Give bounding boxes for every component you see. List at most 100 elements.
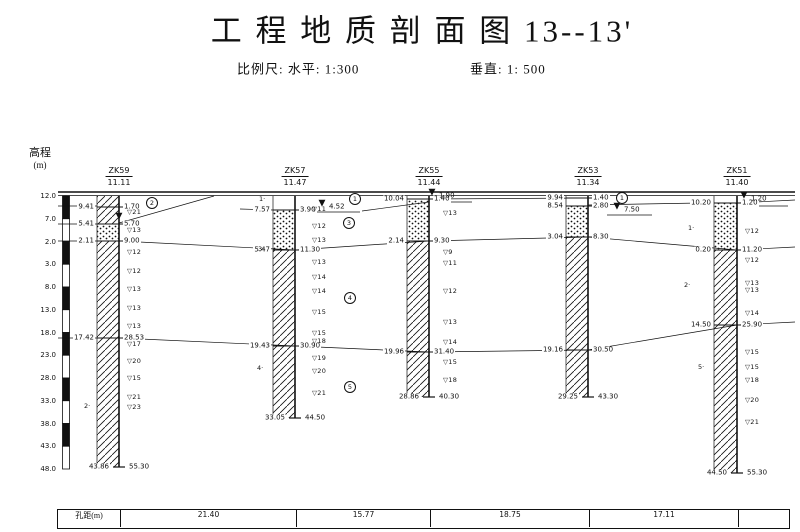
spt-value-marker: ▽21 xyxy=(745,417,760,426)
stratum-bottom-depth-label: 1.20 xyxy=(741,198,759,207)
stratum-bottom-elevation-label: 2.14 xyxy=(387,236,405,245)
spt-value-marker: ▽21 xyxy=(127,207,142,216)
stratum-bottom-elevation-label: 10.20 xyxy=(689,198,712,207)
water-table-depth-label: 7.50 xyxy=(624,205,640,214)
page-title: 工 程 地 质 剖 面 图 13--13' xyxy=(210,13,634,49)
spt-value-marker: ▽13 xyxy=(745,285,760,294)
borehole-column-dots xyxy=(97,224,119,241)
stratum-bottom-elevation-label: 19.96 xyxy=(382,347,405,356)
spt-value-marker: ▽13 xyxy=(127,225,142,234)
spacing-value-cell: 15.77 xyxy=(296,510,430,527)
water-table-icon: ▼ xyxy=(428,187,436,198)
borehole-column-dots xyxy=(273,210,295,250)
spt-value-marker: ▽21 xyxy=(127,392,142,401)
water-table-depth-label: 4.52 xyxy=(329,202,345,211)
borehole-column-hatch xyxy=(714,250,737,473)
stratum-number-marker: 3· xyxy=(258,244,265,253)
spt-value-marker: ▽21 xyxy=(312,388,327,397)
stratum-circle-number: 4 xyxy=(344,292,356,304)
borehole-end-depth-label: 44.50 xyxy=(304,413,327,422)
stratum-number-marker: 1· xyxy=(688,223,695,232)
axis-tick-label: 8.0 xyxy=(44,283,56,291)
stratum-circle-number: 1 xyxy=(616,192,628,204)
stratum-bottom-elevation-label: 14.50 xyxy=(689,320,712,329)
spt-value-marker: ▽14 xyxy=(312,272,327,281)
spacing-value-cell: 21.40 xyxy=(120,510,296,527)
borehole-id-label: ZK51 xyxy=(723,167,751,177)
spt-value-marker: ▽18 xyxy=(745,375,760,384)
water-table-icon: ▼ xyxy=(318,198,326,209)
axis-tick-label: 18.0 xyxy=(40,328,56,337)
stratum-bottom-depth-label: 1.40 xyxy=(433,194,451,203)
spt-value-marker: ▽12 xyxy=(745,255,760,264)
stratum-number-marker: 2· xyxy=(684,280,691,289)
spt-value-marker: ▽14 xyxy=(312,286,327,295)
borehole-column-hatch xyxy=(97,241,119,467)
axis-scale-bar-segment xyxy=(62,445,70,470)
spacing-value-cell: 18.75 xyxy=(430,510,589,527)
elevation-axis-title: 高程 xyxy=(29,147,51,159)
spt-value-marker: ▽11 xyxy=(443,258,458,267)
spt-value-marker: ▽12 xyxy=(745,226,760,235)
axis-tick-label: 43.0 xyxy=(40,442,56,451)
spt-value-marker: ▽14 xyxy=(745,308,760,317)
borehole-id-label: ZK57 xyxy=(281,167,309,177)
spt-value-marker: ▽15 xyxy=(312,328,327,337)
borehole-column-hatch xyxy=(97,196,119,224)
borehole-elevation-label: 11.34 xyxy=(576,178,600,187)
stratum-bottom-depth-label: 30.90 xyxy=(299,341,322,350)
stratum-boundary-line xyxy=(587,324,738,351)
stratum-bottom-depth-label: 5.70 xyxy=(123,219,141,228)
borehole-column-dots xyxy=(714,203,737,250)
spt-value-marker: ▽13 xyxy=(443,317,458,326)
stratum-number-marker: 1· xyxy=(64,193,71,202)
stratum-bottom-elevation-label: 5.47 xyxy=(253,245,271,254)
stratum-bottom-depth-label: 11.30 xyxy=(299,245,322,254)
axis-tick-label: 13.0 xyxy=(40,305,56,314)
borehole-column-hatch xyxy=(566,237,588,397)
scale-horizontal-label: 比例尺: 水平: 1:300 xyxy=(237,61,360,77)
stratum-bottom-depth-label: 30.50 xyxy=(592,345,615,354)
borehole-id-label: ZK59 xyxy=(105,167,133,177)
water-table-depth-label: 1.20 xyxy=(751,194,767,203)
spt-value-marker: ▽12 xyxy=(443,286,458,295)
stratum-number-marker: 2· xyxy=(84,401,91,410)
axis-tick-label: 2.0 xyxy=(44,237,56,246)
borehole-elevation-label: 11.40 xyxy=(725,178,749,187)
spt-value-marker: ▽13 xyxy=(443,208,458,217)
borehole-id-label: ZK53 xyxy=(574,167,602,177)
borehole-end-elevation-label: 28.86 xyxy=(397,392,420,401)
stratum-number-marker: 4· xyxy=(257,363,264,372)
stratum-circle-number: 3 xyxy=(343,217,355,229)
stratum-bottom-depth-label: 1.40 xyxy=(592,193,610,202)
spt-value-marker: ▽12 xyxy=(127,247,142,256)
spt-value-marker: ▽15 xyxy=(443,357,458,366)
water-table-depth-label: 1.90 xyxy=(439,191,455,200)
borehole-end-depth-label: 55.30 xyxy=(746,468,769,477)
water-table-icon: ▼ xyxy=(115,211,123,222)
stratum-bottom-elevation-label: 3.04 xyxy=(546,232,564,241)
spt-value-marker: ▽17 xyxy=(127,339,142,348)
axis-tick-label: 48.0 xyxy=(40,465,56,473)
stratum-bottom-elevation-label: 10.04 xyxy=(382,194,405,203)
stratum-number-marker: 5· xyxy=(698,362,705,371)
borehole-column-dots xyxy=(407,199,429,241)
spt-value-marker: ▽20 xyxy=(745,395,760,404)
borehole-end-elevation-label: 33.05 xyxy=(263,413,286,422)
borehole-column-dots xyxy=(566,206,588,237)
stratum-bottom-depth-label: 25.90 xyxy=(741,320,764,329)
spt-value-marker: ▽12 xyxy=(312,221,327,230)
spacing-value-cell xyxy=(738,510,791,527)
borehole-elevation-label: 11.44 xyxy=(417,178,441,187)
spt-value-marker: ▽12 xyxy=(127,266,142,275)
spt-value-marker: ▽13 xyxy=(745,278,760,287)
stratum-bottom-depth-label: 9.00 xyxy=(123,236,141,245)
spt-value-marker: ▽19 xyxy=(312,353,327,362)
spt-value-marker: ▽11 xyxy=(312,204,327,213)
spt-value-marker: ▽18 xyxy=(443,375,458,384)
axis-tick-label: 23.0 xyxy=(40,351,56,360)
spt-value-marker: ▽18 xyxy=(312,336,327,345)
